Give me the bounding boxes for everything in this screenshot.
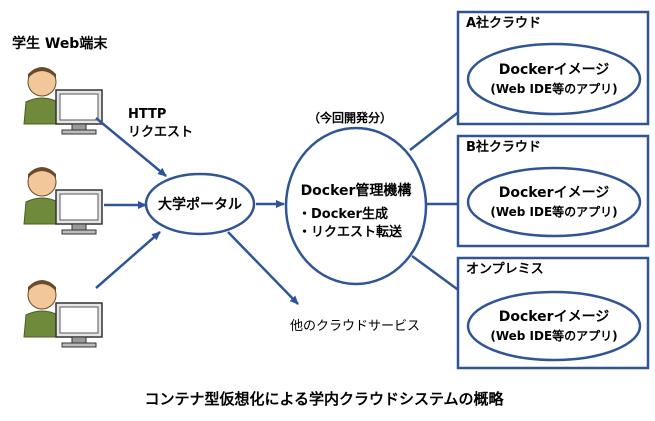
onprem-image: Dockerイメージ	[499, 309, 610, 325]
cloud-a-label: A社クラウド	[466, 15, 541, 31]
mechanism-title: Docker管理機構	[301, 182, 412, 199]
cloud-b-note: (Web IDE等のアプリ)	[490, 204, 617, 219]
arrow-student1-portal	[95, 117, 167, 177]
onprem-image-node	[466, 290, 642, 362]
user-computer-icon	[23, 167, 103, 235]
cloud-b-box: B社クラウド Dockerイメージ (Web IDE等のアプリ)	[456, 134, 650, 248]
onprem-box: オンプレミス Dockerイメージ (Web IDE等のアプリ)	[456, 256, 650, 370]
student-terminal-2	[23, 167, 103, 235]
student-terminal-1	[23, 67, 103, 135]
cloud-b-image-node	[466, 166, 642, 238]
onprem-label: オンプレミス	[466, 262, 544, 277]
cloud-a-image-node	[466, 42, 642, 116]
cloud-b-image: Dockerイメージ	[499, 185, 610, 201]
user-computer-icon	[23, 67, 103, 135]
cloud-a-box: A社クラウド Dockerイメージ (Web IDE等のアプリ)	[456, 10, 650, 126]
cloud-b-label: B社クラウド	[466, 139, 541, 155]
arrow-student3-portal	[95, 231, 161, 289]
portal-node	[144, 172, 256, 236]
cloud-a-image: Dockerイメージ	[499, 62, 610, 78]
student-label: 学生 Web端末	[12, 35, 108, 52]
mechanism-item-1: ・Docker生成	[298, 206, 388, 222]
other-services-label: 他のクラウドサービス	[290, 319, 420, 334]
dev-note: （今回開発分）	[308, 110, 392, 125]
user-computer-icon	[23, 280, 103, 348]
portal-label: 大学ポータル	[158, 196, 242, 213]
diagram-caption: コンテナ型仮想化による学内クラウドシステムの概略	[144, 390, 504, 408]
arrow-portal-other	[227, 231, 299, 305]
mechanism-item-2: ・リクエスト転送	[298, 224, 403, 240]
http-label-line1: HTTP	[128, 107, 166, 122]
student-terminal-3	[23, 280, 103, 348]
mechanism-node	[284, 126, 428, 286]
cloud-a-note: (Web IDE等のアプリ)	[490, 81, 617, 96]
http-label-line2: リクエスト	[128, 125, 193, 140]
onprem-note: (Web IDE等のアプリ)	[490, 328, 617, 343]
